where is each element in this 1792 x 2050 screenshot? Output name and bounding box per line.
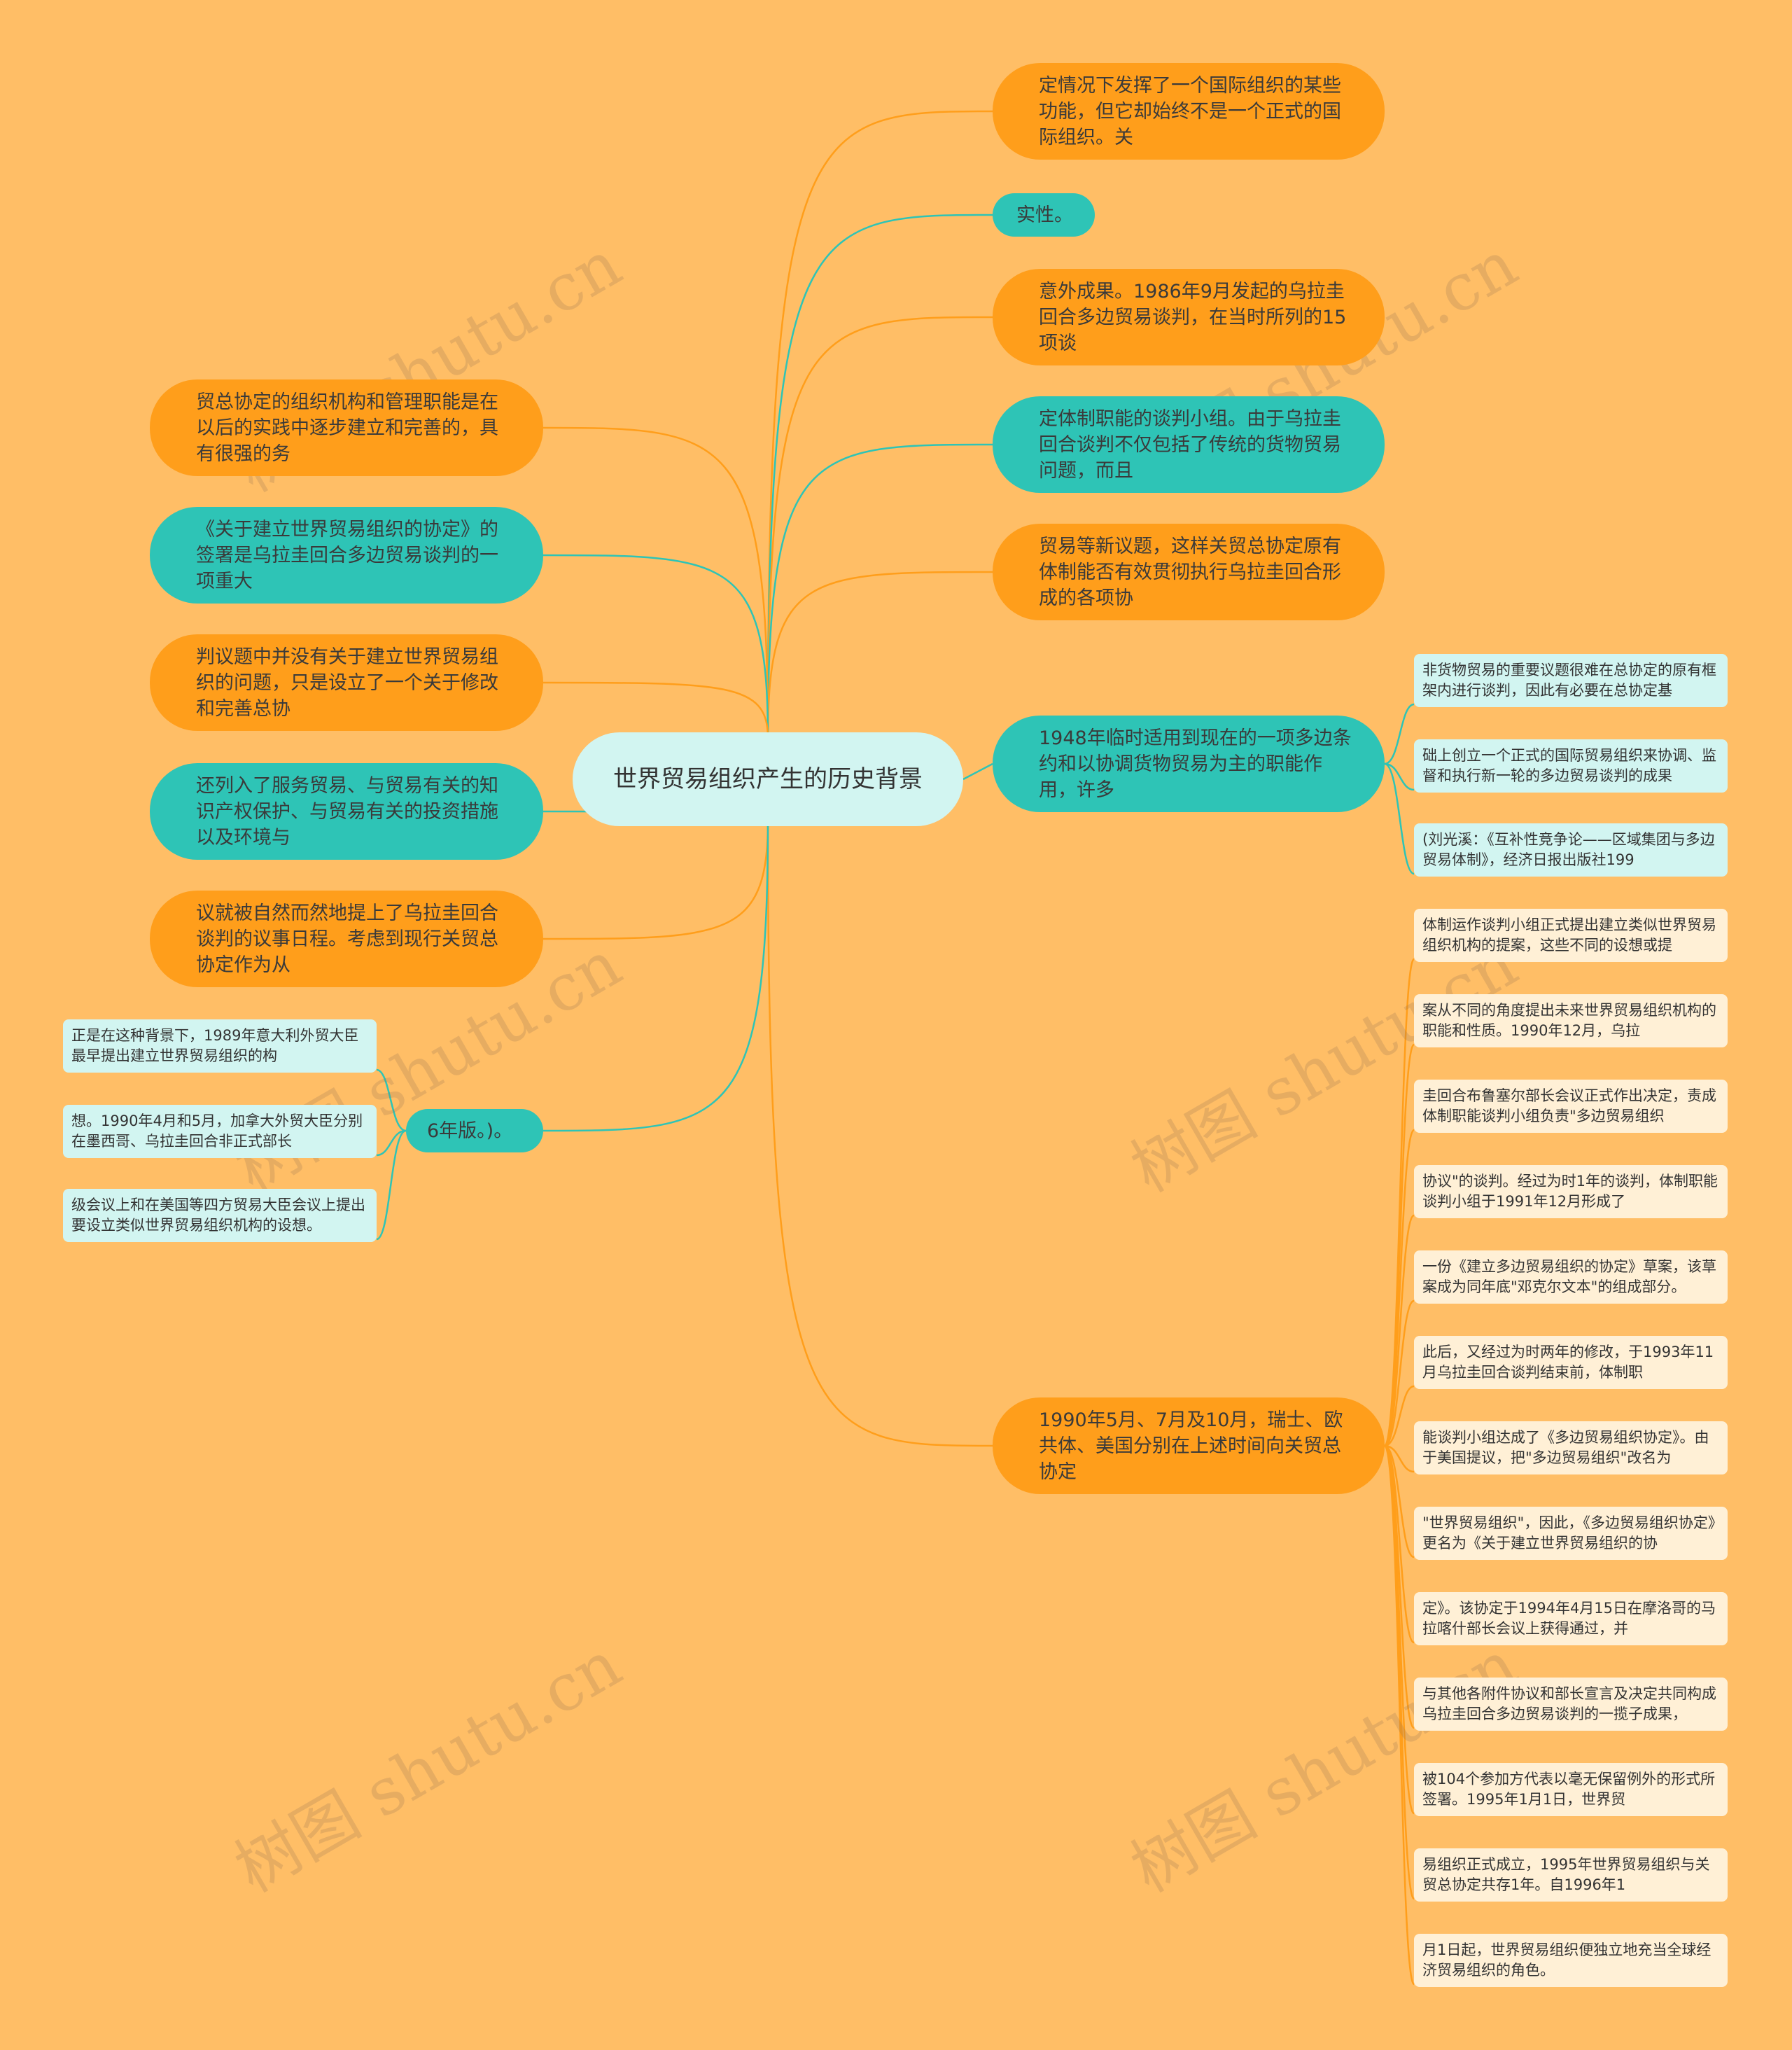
leaf-node[interactable]: "世界贸易组织"，因此，《多边贸易组织协定》更名为《关于建立世界贸易组织的协 [1414,1507,1728,1560]
connector-line [376,1068,407,1132]
root-topic[interactable]: 世界贸易组织产生的历史背景 [573,732,963,826]
branch-node[interactable]: 贸总协定的组织机构和管理职能是在以后的实践中逐步建立和完善的，具有很强的务 [150,379,543,476]
connector-line [1384,1444,1415,1473]
branch-node[interactable]: 贸易等新议题，这样关贸总协定原有体制能否有效贯彻执行乌拉圭回合形成的各项协 [993,524,1385,620]
leaf-label: 协议"的谈判。经过为时1年的谈判，体制职能谈判小组于1991年12月形成了 [1422,1173,1718,1210]
leaf-node[interactable]: 圭回合布鲁塞尔部长会议正式作出决定，责成体制职能谈判小组负责"多边贸易组织 [1414,1080,1728,1133]
leaf-node[interactable]: 案从不同的角度提出未来世界贸易组织机构的职能和性质。1990年12月，乌拉 [1414,994,1728,1047]
leaf-label: 圭回合布鲁塞尔部长会议正式作出决定，责成体制职能谈判小组负责"多边贸易组织 [1422,1087,1716,1124]
branch-label: 议就被自然而然地提上了乌拉圭回合谈判的议事日程。考虑到现行关贸总协定作为从 [196,902,498,976]
branch-node[interactable]: 意外成果。1986年9月发起的乌拉圭回合多边贸易谈判，在当时所列的15项谈 [993,269,1385,365]
root-topic-label: 世界贸易组织产生的历史背景 [613,765,923,793]
connector-line [1384,1444,1415,1644]
branch-label: 还列入了服务贸易、与贸易有关的知识产权保护、与贸易有关的投资措施以及环境与 [196,774,498,849]
branch-node[interactable]: 定体制职能的谈判小组。由于乌拉圭回合谈判不仅包括了传统的货物贸易问题，而且 [993,396,1385,493]
leaf-node[interactable]: 非货物贸易的重要议题很难在总协定的原有框架内进行谈判，因此有必要在总协定基 [1414,654,1728,707]
connector-line [376,1129,407,1157]
branch-node[interactable]: 6年版。)。 [406,1109,543,1152]
connector-line [766,316,993,739]
connector-line [1383,1444,1415,1986]
leaf-label: 与其他各附件协议和部长宣言及决定共同构成乌拉圭回合多边贸易谈判的一揽子成果， [1422,1685,1716,1722]
branch-label: 6年版。)。 [427,1120,513,1142]
connector-line [1383,1214,1415,1447]
connector-line [766,110,993,739]
connector-line [1384,1385,1415,1447]
connector-line [542,820,769,940]
connector-line [1384,762,1415,791]
connector-line [1384,1444,1415,1559]
branch-label: 意外成果。1986年9月发起的乌拉圭回合多边贸易谈判，在当时所列的15项谈 [1039,280,1347,354]
leaf-node[interactable]: 一份《建立多边贸易组织的协定》草案，该草案成为同年底"邓克尔文本"的组成部分。 [1414,1250,1728,1304]
connector-line [542,681,769,739]
branch-label: 判议题中并没有关于建立世界贸易组织的问题，只是设立了一个关于修改和完善总协 [196,646,498,720]
connector-line [962,762,993,781]
leaf-node[interactable]: 定》。该协定于1994年4月15日在摩洛哥的马拉喀什部长会议上获得通过，并 [1414,1592,1728,1645]
leaf-node[interactable]: 被104个参加方代表以毫无保留例外的形式所签署。1995年1月1日，世界贸 [1414,1763,1728,1816]
leaf-label: 易组织正式成立，1995年世界贸易组织与关贸总协定共存1年。自1996年1 [1422,1856,1710,1893]
leaf-node[interactable]: 级会议上和在美国等四方贸易大臣会议上提出要设立类似世界贸易组织机构的设想。 [63,1189,377,1242]
leaf-label: 想。1990年4月和5月，加拿大外贸大臣分别在墨西哥、乌拉圭回合非正式部长 [71,1113,363,1150]
leaf-label: 础上创立一个正式的国际贸易组织来协调、监督和执行新一轮的多边贸易谈判的成果 [1422,747,1716,784]
branch-label: 实性。 [1016,204,1073,226]
leaf-label: (刘光溪：《互补性竞争论——区域集团与多边贸易体制》，经济日报出版社199 [1422,831,1715,868]
branch-node[interactable]: 判议题中并没有关于建立世界贸易组织的问题，只是设立了一个关于修改和完善总协 [150,634,543,731]
leaf-label: 此后，又经过为时两年的修改，于1993年11月乌拉圭回合谈判结束前，体制职 [1422,1344,1714,1381]
leaf-label: 被104个参加方代表以毫无保留例外的形式所签署。1995年1月1日，世界贸 [1422,1771,1716,1808]
connector-line [766,214,993,739]
leaf-label: 非货物贸易的重要议题很难在总协定的原有框架内进行谈判，因此有必要在总协定基 [1422,662,1716,699]
branch-label: 贸易等新议题，这样关贸总协定原有体制能否有效贯彻执行乌拉圭回合形成的各项协 [1039,535,1341,609]
leaf-label: 级会议上和在美国等四方贸易大臣会议上提出要设立类似世界贸易组织机构的设想。 [71,1197,365,1234]
branch-label: 贸总协定的组织机构和管理职能是在以后的实践中逐步建立和完善的，具有很强的务 [196,391,498,465]
branch-node[interactable]: 实性。 [993,193,1095,237]
leaf-label: 一份《建立多边贸易组织的协定》草案，该草案成为同年底"邓克尔文本"的组成部分。 [1422,1258,1716,1295]
connector-line [542,554,769,739]
leaf-node[interactable]: 想。1990年4月和5月，加拿大外贸大臣分别在墨西哥、乌拉圭回合非正式部长 [63,1105,377,1158]
branch-label: 1990年5月、7月及10月，瑞士、欧共体、美国分别在上述时间向关贸总协定 [1039,1409,1343,1483]
leaf-node[interactable]: 此后，又经过为时两年的修改，于1993年11月乌拉圭回合谈判结束前，体制职 [1414,1336,1728,1389]
leaf-label: 案从不同的角度提出未来世界贸易组织机构的职能和性质。1990年12月，乌拉 [1422,1002,1716,1039]
leaf-label: 正是在这种背景下，1989年意大利外贸大臣最早提出建立世界贸易组织的构 [71,1027,359,1064]
leaf-node[interactable]: (刘光溪：《互补性竞争论——区域集团与多边贸易体制》，经济日报出版社199 [1414,823,1728,877]
branch-label: 《关于建立世界贸易组织的协定》的签署是乌拉圭回合多边贸易谈判的一项重大 [196,518,498,592]
leaf-node[interactable]: 协议"的谈判。经过为时1年的谈判，体制职能谈判小组于1991年12月形成了 [1414,1165,1728,1218]
connector-line [1384,762,1415,875]
connector-line [542,426,769,739]
connector-line [376,1129,407,1241]
leaf-node[interactable]: 与其他各附件协议和部长宣言及决定共同构成乌拉圭回合多边贸易谈判的一揽子成果， [1414,1678,1728,1731]
leaf-node[interactable]: 能谈判小组达成了《多边贸易组织协定》。由于美国提议，把"多边贸易组织"改名为 [1414,1421,1728,1474]
branch-node[interactable]: 还列入了服务贸易、与贸易有关的知识产权保护、与贸易有关的投资措施以及环境与 [150,763,543,860]
leaf-node[interactable]: 易组织正式成立，1995年世界贸易组织与关贸总协定共存1年。自1996年1 [1414,1848,1728,1902]
leaf-node[interactable]: 础上创立一个正式的国际贸易组织来协调、监督和执行新一轮的多边贸易谈判的成果 [1414,739,1728,793]
connector-line [1383,1129,1415,1447]
branch-label: 定体制职能的谈判小组。由于乌拉圭回合谈判不仅包括了传统的货物贸易问题，而且 [1039,407,1341,482]
connector-line [1384,703,1415,765]
connector-line [542,820,769,1132]
connector-line [766,571,993,739]
branch-node[interactable]: 1990年5月、7月及10月，瑞士、欧共体、美国分别在上述时间向关贸总协定 [993,1397,1385,1494]
leaf-label: 体制运作谈判小组正式提出建立类似世界贸易组织机构的提案，这些不同的设想或提 [1422,916,1716,954]
leaf-label: 定》。该协定于1994年4月15日在摩洛哥的马拉喀什部长会议上获得通过，并 [1422,1600,1716,1637]
leaf-label: "世界贸易组织"，因此，《多边贸易组织协定》更名为《关于建立世界贸易组织的协 [1422,1514,1716,1552]
connector-line [766,443,993,739]
branch-node[interactable]: 定情况下发挥了一个国际组织的某些功能，但它却始终不是一个正式的国际组织。关 [993,63,1385,160]
leaf-node[interactable]: 正是在这种背景下，1989年意大利外贸大臣最早提出建立世界贸易组织的构 [63,1019,377,1073]
connector-line [766,820,993,1447]
branch-node[interactable]: 1948年临时适用到现在的一项多边条约和以协调货物贸易为主的职能作用，许多 [993,716,1385,812]
branch-node[interactable]: 议就被自然而然地提上了乌拉圭回合谈判的议事日程。考虑到现行关贸总协定作为从 [150,891,543,987]
leaf-label: 月1日起，世界贸易组织便独立地充当全球经济贸易组织的角色。 [1422,1941,1712,1979]
leaf-node[interactable]: 月1日起，世界贸易组织便独立地充当全球经济贸易组织的角色。 [1414,1934,1728,1987]
branch-node[interactable]: 《关于建立世界贸易组织的协定》的签署是乌拉圭回合多边贸易谈判的一项重大 [150,507,543,604]
branch-label: 1948年临时适用到现在的一项多边条约和以协调货物贸易为主的职能作用，许多 [1039,727,1352,801]
leaf-node[interactable]: 体制运作谈判小组正式提出建立类似世界贸易组织机构的提案，这些不同的设想或提 [1414,909,1728,962]
branch-label: 定情况下发挥了一个国际组织的某些功能，但它却始终不是一个正式的国际组织。关 [1039,74,1341,148]
connector-line [1384,1299,1415,1447]
leaf-label: 能谈判小组达成了《多边贸易组织协定》。由于美国提议，把"多边贸易组织"改名为 [1422,1429,1709,1466]
